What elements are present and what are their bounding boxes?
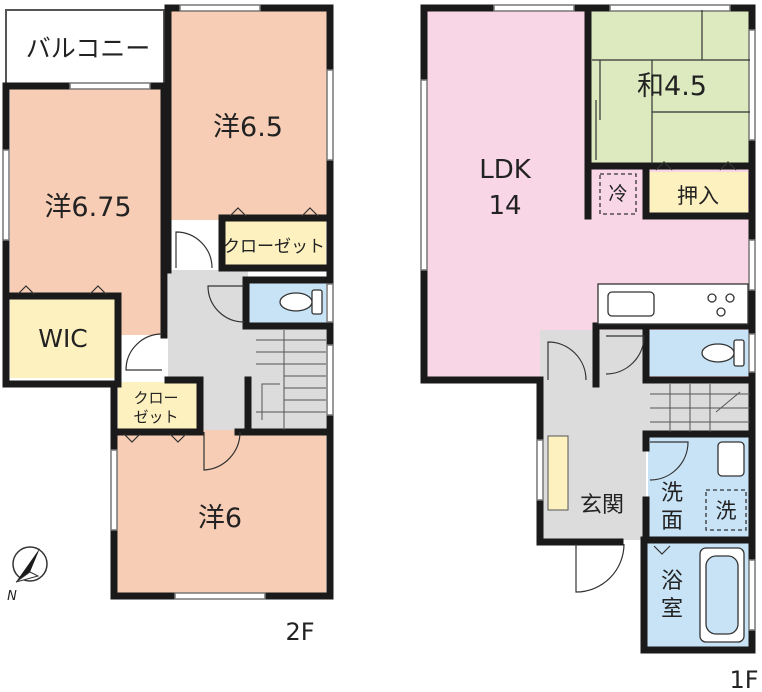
window-2f-right-top xyxy=(326,69,334,161)
toilet-1f-icon xyxy=(701,339,745,367)
label-oshiire: 押入 xyxy=(677,184,719,208)
label-wic: WIC xyxy=(38,324,88,353)
door-entrance xyxy=(575,543,625,593)
stairs-2f-lines xyxy=(256,330,326,430)
room-western-675 xyxy=(10,86,164,298)
label-closet-b-1: クロー xyxy=(133,389,178,407)
closet-doors-a xyxy=(229,207,319,217)
door-japanese xyxy=(595,60,601,160)
door-bath xyxy=(653,545,671,555)
window-1f-japanese xyxy=(609,4,731,12)
floor-2f: バルコニー 洋6.75 洋6.5 WIC クローゼット クロー ゼット 洋6 2… xyxy=(2,4,334,646)
stairs-1f xyxy=(646,380,750,434)
window-2f-stair xyxy=(326,344,334,416)
door-6 xyxy=(203,431,241,471)
compass-label: N xyxy=(7,589,17,604)
oshiire xyxy=(648,172,748,216)
window-2f-bottom xyxy=(174,592,266,600)
label-closet-b-2: ゼット xyxy=(133,408,178,426)
label-western-675: 洋6.75 xyxy=(44,192,131,223)
window-1f-japanese-right xyxy=(748,29,756,141)
compass: N xyxy=(7,546,48,604)
label-bath-1: 浴 xyxy=(661,569,683,594)
window-1f-kitchen xyxy=(748,239,756,291)
door-65 xyxy=(175,231,213,269)
wic-doors xyxy=(17,285,107,295)
closet-a xyxy=(222,218,326,266)
window-2f-toilet xyxy=(326,283,334,323)
room-western-65 xyxy=(168,10,328,220)
label-washroom-1: 洗 xyxy=(661,481,683,506)
label-1f: 1F xyxy=(729,666,758,692)
window-1f-bath xyxy=(748,559,756,631)
label-ldk-2: 14 xyxy=(488,191,521,221)
window-2f-balcony xyxy=(69,82,151,90)
kitchen-counter xyxy=(597,283,749,325)
shoe-cabinet xyxy=(547,435,569,511)
sink-icon xyxy=(607,291,655,317)
window-1f-entrance xyxy=(536,439,544,501)
oshiire-doors xyxy=(655,161,737,171)
label-balcony: バルコニー xyxy=(26,34,151,63)
floor-1f: LDK 14 和4.5 冷 押入 玄関 洗 面 洗 浴 室 1F xyxy=(420,4,759,692)
door-ldk xyxy=(547,341,587,381)
label-western-65: 洋6.5 xyxy=(213,112,283,143)
room-western-6 xyxy=(114,430,326,596)
label-2f: 2F xyxy=(285,618,314,646)
door-washroom xyxy=(649,441,689,481)
label-entrance: 玄関 xyxy=(580,493,624,518)
window-2f-left-low xyxy=(110,449,118,531)
bathtub-icon xyxy=(699,547,745,643)
label-fridge: 冷 xyxy=(608,183,627,205)
window-1f-toilet xyxy=(748,333,756,373)
room-western-675-lower xyxy=(118,298,164,335)
washer-box xyxy=(705,489,747,531)
label-bath-2: 室 xyxy=(661,597,683,622)
toilet-2f-icon xyxy=(279,289,323,315)
stove-icon xyxy=(707,293,717,303)
closet-b xyxy=(118,382,198,430)
stairs-2f xyxy=(248,328,326,430)
stairs-1f-lines xyxy=(650,384,750,432)
label-ldk-1: LDK xyxy=(479,155,532,185)
window-1f-top xyxy=(493,4,575,12)
window-2f-top xyxy=(179,4,261,12)
door-675 xyxy=(125,333,163,371)
door-toilet-1f xyxy=(605,335,645,375)
tatami-lines xyxy=(592,10,750,164)
label-washer: 洗 xyxy=(716,499,737,523)
closet-doors-b xyxy=(123,433,187,443)
room-japanese xyxy=(590,10,750,166)
compass-needle-icon xyxy=(16,548,40,582)
balcony xyxy=(5,9,165,87)
fridge-box xyxy=(599,173,637,215)
label-japanese: 和4.5 xyxy=(637,71,707,102)
label-closet-a: クローゼット xyxy=(223,237,325,257)
room-wic xyxy=(10,298,118,378)
basin-icon xyxy=(717,441,745,477)
door-toilet-2f xyxy=(207,285,245,323)
label-washroom-2: 面 xyxy=(661,509,683,534)
window-2f-left xyxy=(2,149,10,241)
window-1f-left xyxy=(420,79,428,271)
label-western-6: 洋6 xyxy=(198,503,242,534)
